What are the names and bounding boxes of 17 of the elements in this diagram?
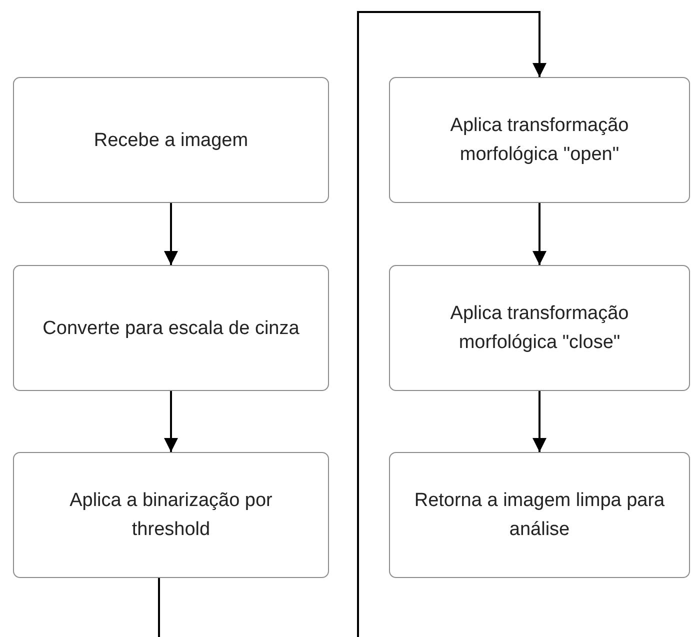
step-text: Aplica transformação morfológica "open" bbox=[449, 114, 630, 167]
process-box bbox=[389, 77, 690, 203]
arrow bbox=[532, 203, 546, 265]
process-box bbox=[13, 77, 329, 203]
process-box bbox=[13, 452, 329, 578]
step-text: Converte para escala de cinza bbox=[42, 316, 300, 340]
process-box bbox=[13, 265, 329, 391]
arrow bbox=[164, 203, 178, 265]
process-box bbox=[389, 265, 690, 391]
step-text: Aplica a binarização por threshold bbox=[68, 489, 274, 542]
step-text: Recebe a imagem bbox=[94, 128, 248, 152]
process-box bbox=[389, 452, 690, 578]
step-text: Retorna a imagem limpa para análise bbox=[413, 489, 666, 542]
arrow bbox=[164, 391, 178, 452]
arrow bbox=[532, 391, 546, 452]
step-text: Aplica transformação morfológica "close" bbox=[449, 302, 630, 355]
arrow bbox=[158, 11, 546, 637]
